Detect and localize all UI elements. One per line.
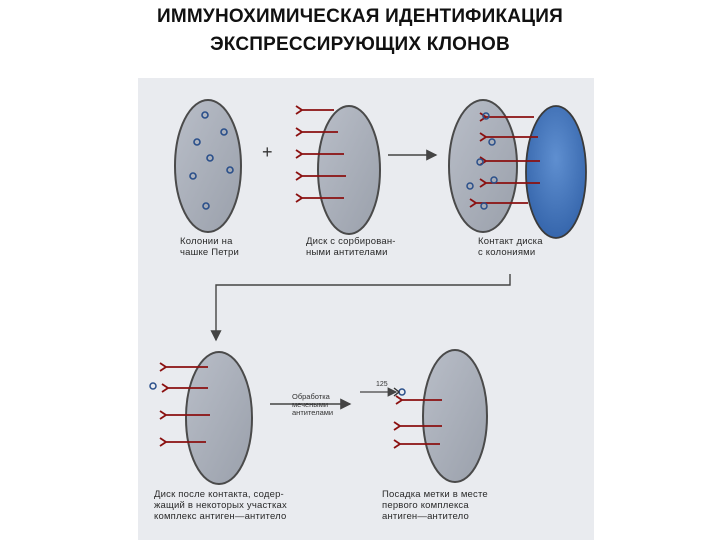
plus-sign: + — [262, 142, 273, 162]
caption-labeled: Посадка метки в месте первого комплекса … — [382, 489, 488, 522]
after-antibody-icons — [159, 362, 210, 447]
colony-icons — [189, 111, 234, 210]
disk-after-contact — [149, 351, 253, 485]
caption-processing: Обработка мечеными антителами — [292, 392, 334, 417]
return-arrow — [210, 274, 511, 342]
petri-dish — [174, 99, 242, 233]
caption-after-contact: Диск после контакта, содер- жащий в неко… — [154, 489, 287, 522]
radiolabel-icon — [393, 387, 406, 397]
caption-petri: Колонии на чашке Петри — [180, 236, 239, 258]
bound-antigen-icon — [149, 382, 157, 390]
title-line-1: ИММУНОХИМИЧЕСКАЯ ИДЕНТИФИКАЦИЯ — [157, 6, 563, 27]
caption-disk: Диск с сорбирован- ными антителами — [306, 236, 396, 258]
isotope-label: 125 — [376, 381, 388, 388]
diagram-scan — [138, 78, 594, 540]
labeled-disk — [393, 349, 488, 483]
disk-contact — [448, 99, 587, 239]
caption-contact: Контакт диска с колониями — [478, 236, 543, 258]
antibody-disk — [295, 105, 381, 235]
contact-colony-icons — [466, 112, 498, 210]
labeled-antibody-icons — [393, 395, 442, 449]
antibody-icons — [295, 105, 346, 203]
title-line-2: ЭКСПРЕССИРУЮЩИХ КЛОНОВ — [210, 34, 510, 55]
